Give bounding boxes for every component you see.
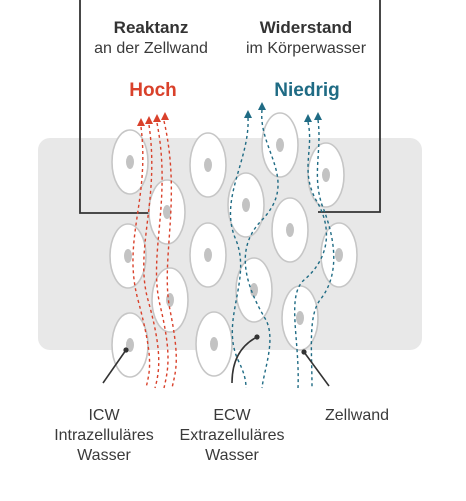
ecw-pointer-dot: [254, 334, 260, 340]
tissue-panel: [38, 138, 422, 350]
cell-nucleus: [210, 337, 218, 351]
wall-pointer-line: [303, 351, 330, 387]
icw-name-2: Wasser: [77, 447, 131, 464]
cell-nucleus: [126, 155, 134, 169]
cell-nucleus: [335, 248, 343, 262]
arrowhead: [244, 110, 252, 118]
arrowhead: [153, 114, 161, 122]
cell-nucleus: [242, 198, 250, 212]
cell-nucleus: [322, 168, 330, 182]
reactance-title: Reaktanz: [113, 18, 189, 37]
ecw-current-line: [229, 117, 249, 389]
ecw-current-line: [294, 121, 328, 389]
ecw-abbrev: ECW: [213, 407, 251, 424]
resistance-title: Widerstand: [259, 18, 353, 37]
icw-arrowheads: [137, 112, 169, 126]
cell-nucleus: [124, 249, 132, 263]
ecw-current-line: [310, 119, 335, 389]
ecw-current-lines: [229, 109, 335, 389]
reactance-subtitle: an der Zellwand: [94, 40, 208, 57]
icw-current-line: [163, 120, 177, 389]
arrowhead: [145, 116, 153, 124]
cell-nucleus: [204, 248, 212, 262]
ecw-name-2: Wasser: [205, 447, 259, 464]
cell-nucleus: [166, 293, 174, 307]
icw-abbrev: ICW: [88, 407, 120, 424]
ecw-arrowheads: [244, 102, 322, 122]
icw-current-line: [155, 122, 169, 389]
cell-nucleus: [163, 205, 171, 219]
reactance-bracket-line: [79, 0, 150, 214]
arrowhead: [258, 102, 266, 110]
ecw-name: Extrazelluläres: [179, 427, 285, 444]
ecw-label: ECW Extrazelluläres Wasser: [172, 406, 292, 466]
arrowhead: [137, 118, 145, 126]
arrowhead: [161, 112, 169, 120]
cell-nucleus: [204, 158, 212, 172]
icw-label: ICW Intrazelluläres Wasser: [44, 406, 164, 466]
wall-pointer-dot: [301, 349, 307, 355]
resistance-bracket-line: [318, 0, 381, 213]
icw-pointer-dot: [123, 347, 129, 353]
cell-nucleus: [276, 138, 284, 152]
level-high: Hoch: [129, 80, 177, 101]
arrowhead: [314, 112, 322, 120]
icw-current-line: [143, 124, 160, 389]
cell-nucleus: [286, 223, 294, 237]
icw-current-lines: [132, 120, 177, 389]
cell-wall-label: Zellwand: [324, 407, 390, 424]
ecw-current-line: [244, 109, 279, 389]
cell-nucleus: [296, 311, 304, 325]
icw-name: Intrazelluläres: [54, 427, 154, 444]
cell-nucleus: [250, 283, 258, 297]
arrowhead: [304, 114, 312, 122]
resistance-subtitle: im Körperwasser: [245, 40, 367, 57]
cells-group: [109, 112, 358, 378]
level-low: Niedrig: [274, 80, 340, 101]
ecw-pointer-line: [231, 336, 258, 384]
icw-pointer-line: [102, 349, 127, 384]
